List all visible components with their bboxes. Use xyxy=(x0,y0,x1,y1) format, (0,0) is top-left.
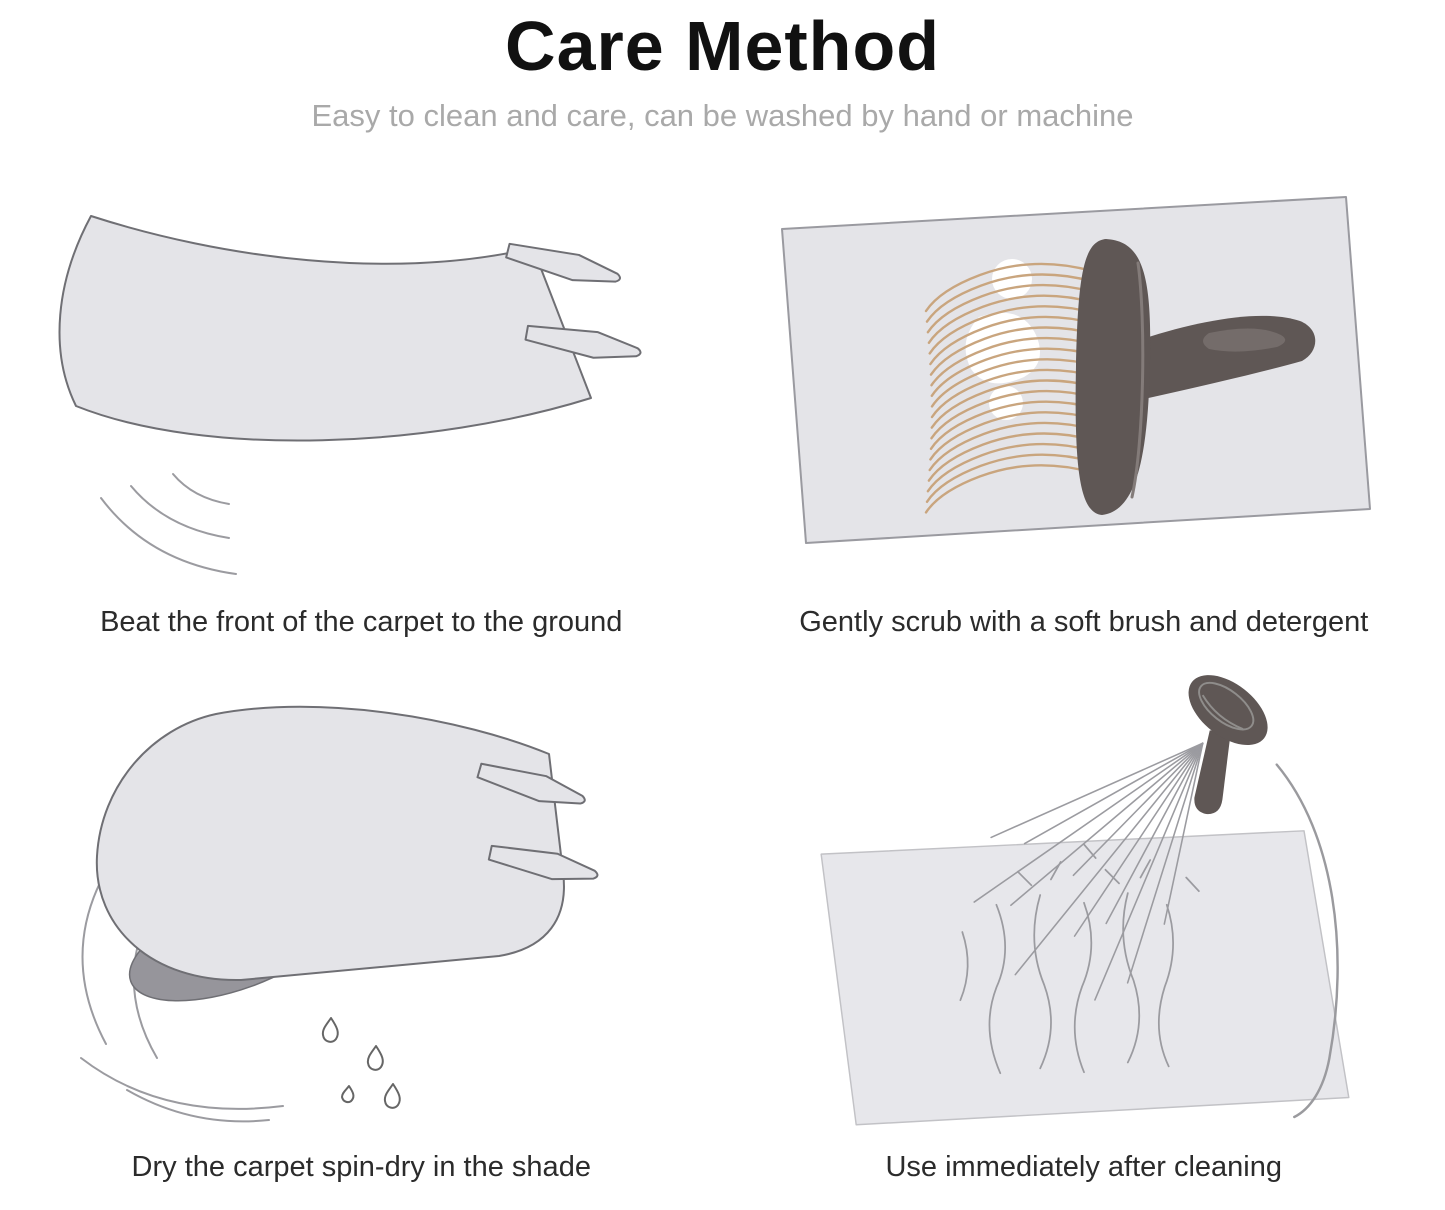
brush-body-highlight xyxy=(1130,261,1145,499)
carpet-tassel xyxy=(476,762,586,805)
carpet-sheet xyxy=(58,215,593,442)
brush-handle-slot xyxy=(1202,328,1285,352)
panel-spin-dry: Dry the carpet spin-dry in the shade xyxy=(0,640,723,1185)
carpet-tassel xyxy=(488,845,599,881)
care-steps-grid: Beat the front of the carpet to the grou… xyxy=(0,140,1445,1185)
water-droplets xyxy=(322,1017,402,1109)
carpet-tassel xyxy=(505,243,622,283)
spin-dry-illustration xyxy=(80,705,599,1123)
splash-ticks xyxy=(1016,843,1200,893)
caption-dry: Dry the carpet spin-dry in the shade xyxy=(131,1151,591,1184)
shower-rinse-illustration xyxy=(820,675,1350,1126)
carpet-roll xyxy=(96,705,566,982)
water-wavy-lines xyxy=(959,892,1174,1075)
scrub-brush-illustration xyxy=(780,196,1371,545)
carpet-tassel xyxy=(524,325,642,359)
shower-head-icon xyxy=(1188,675,1268,815)
shower-spray-lines xyxy=(973,742,1204,1001)
page-title: Care Method xyxy=(505,7,940,85)
brush-body xyxy=(1075,239,1150,516)
caption-scrub: Gently scrub with a soft brush and deter… xyxy=(799,606,1369,639)
panel-scrub-brush: Gently scrub with a soft brush and deter… xyxy=(723,140,1445,640)
page-subtitle: Easy to clean and care, can be washed by… xyxy=(311,98,1134,133)
panel-rinse: Use immediately after cleaning xyxy=(723,640,1445,1185)
header: Care Method Easy to clean and care, can … xyxy=(0,0,1445,134)
motion-lines xyxy=(100,473,238,576)
panel-beat-carpet: Beat the front of the carpet to the grou… xyxy=(0,140,723,640)
caption-beat: Beat the front of the carpet to the grou… xyxy=(100,606,623,639)
beat-carpet-illustration xyxy=(58,215,642,576)
caption-rinse: Use immediately after cleaning xyxy=(885,1151,1282,1184)
shower-hose xyxy=(1275,763,1339,1119)
